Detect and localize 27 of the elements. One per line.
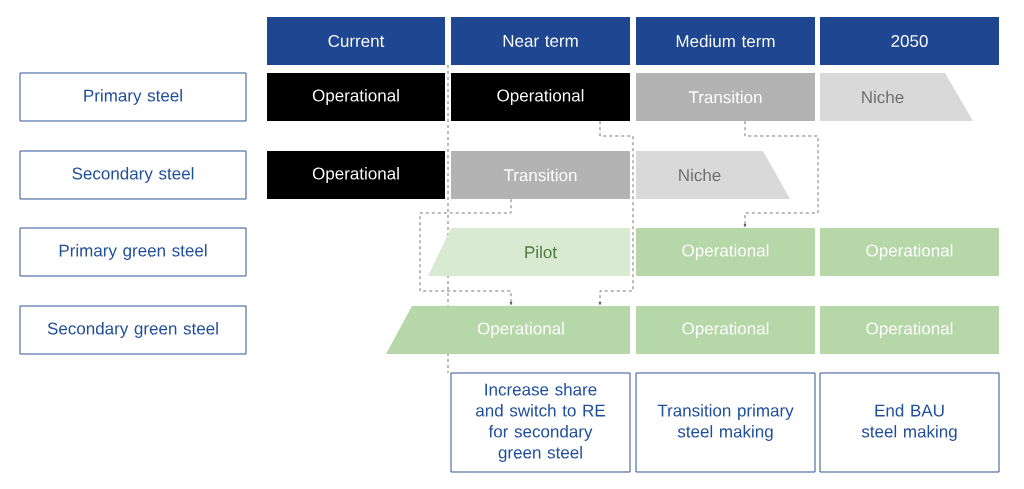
status-box: Operational bbox=[636, 228, 815, 276]
row-label-box: Primary steel bbox=[19, 72, 247, 122]
header-box: Near term bbox=[451, 17, 630, 65]
arrow bbox=[419, 198, 513, 306]
arrow bbox=[598, 120, 634, 306]
status-box: Pilot bbox=[428, 228, 630, 276]
status-box: Operational bbox=[267, 73, 445, 121]
status-box: Transition bbox=[636, 73, 815, 121]
header-box: 2050 bbox=[820, 17, 999, 65]
status-box: Operational bbox=[636, 306, 815, 354]
arrow bbox=[743, 120, 819, 228]
row-label-box: Primary green steel bbox=[19, 227, 247, 277]
status-box: Operational bbox=[386, 306, 630, 354]
status-box: Niche bbox=[820, 73, 973, 121]
status-box: Operational bbox=[820, 306, 999, 354]
row-label-box: Secondary steel bbox=[19, 150, 247, 200]
row-label-box: Secondary green steel bbox=[19, 305, 247, 355]
note-box: End BAU steel making bbox=[819, 372, 1000, 473]
note-box: Increase share and switch to RE for secondary green steel bbox=[450, 372, 631, 473]
note-box: Transition primary steel making bbox=[635, 372, 816, 473]
status-box: Operational bbox=[820, 228, 999, 276]
header-box: Medium term bbox=[636, 17, 815, 65]
status-box: Operational bbox=[451, 73, 630, 121]
status-box: Transition bbox=[451, 151, 630, 199]
status-box: Operational bbox=[267, 151, 445, 199]
status-box: Niche bbox=[636, 151, 790, 199]
header-box: Current bbox=[267, 17, 445, 65]
